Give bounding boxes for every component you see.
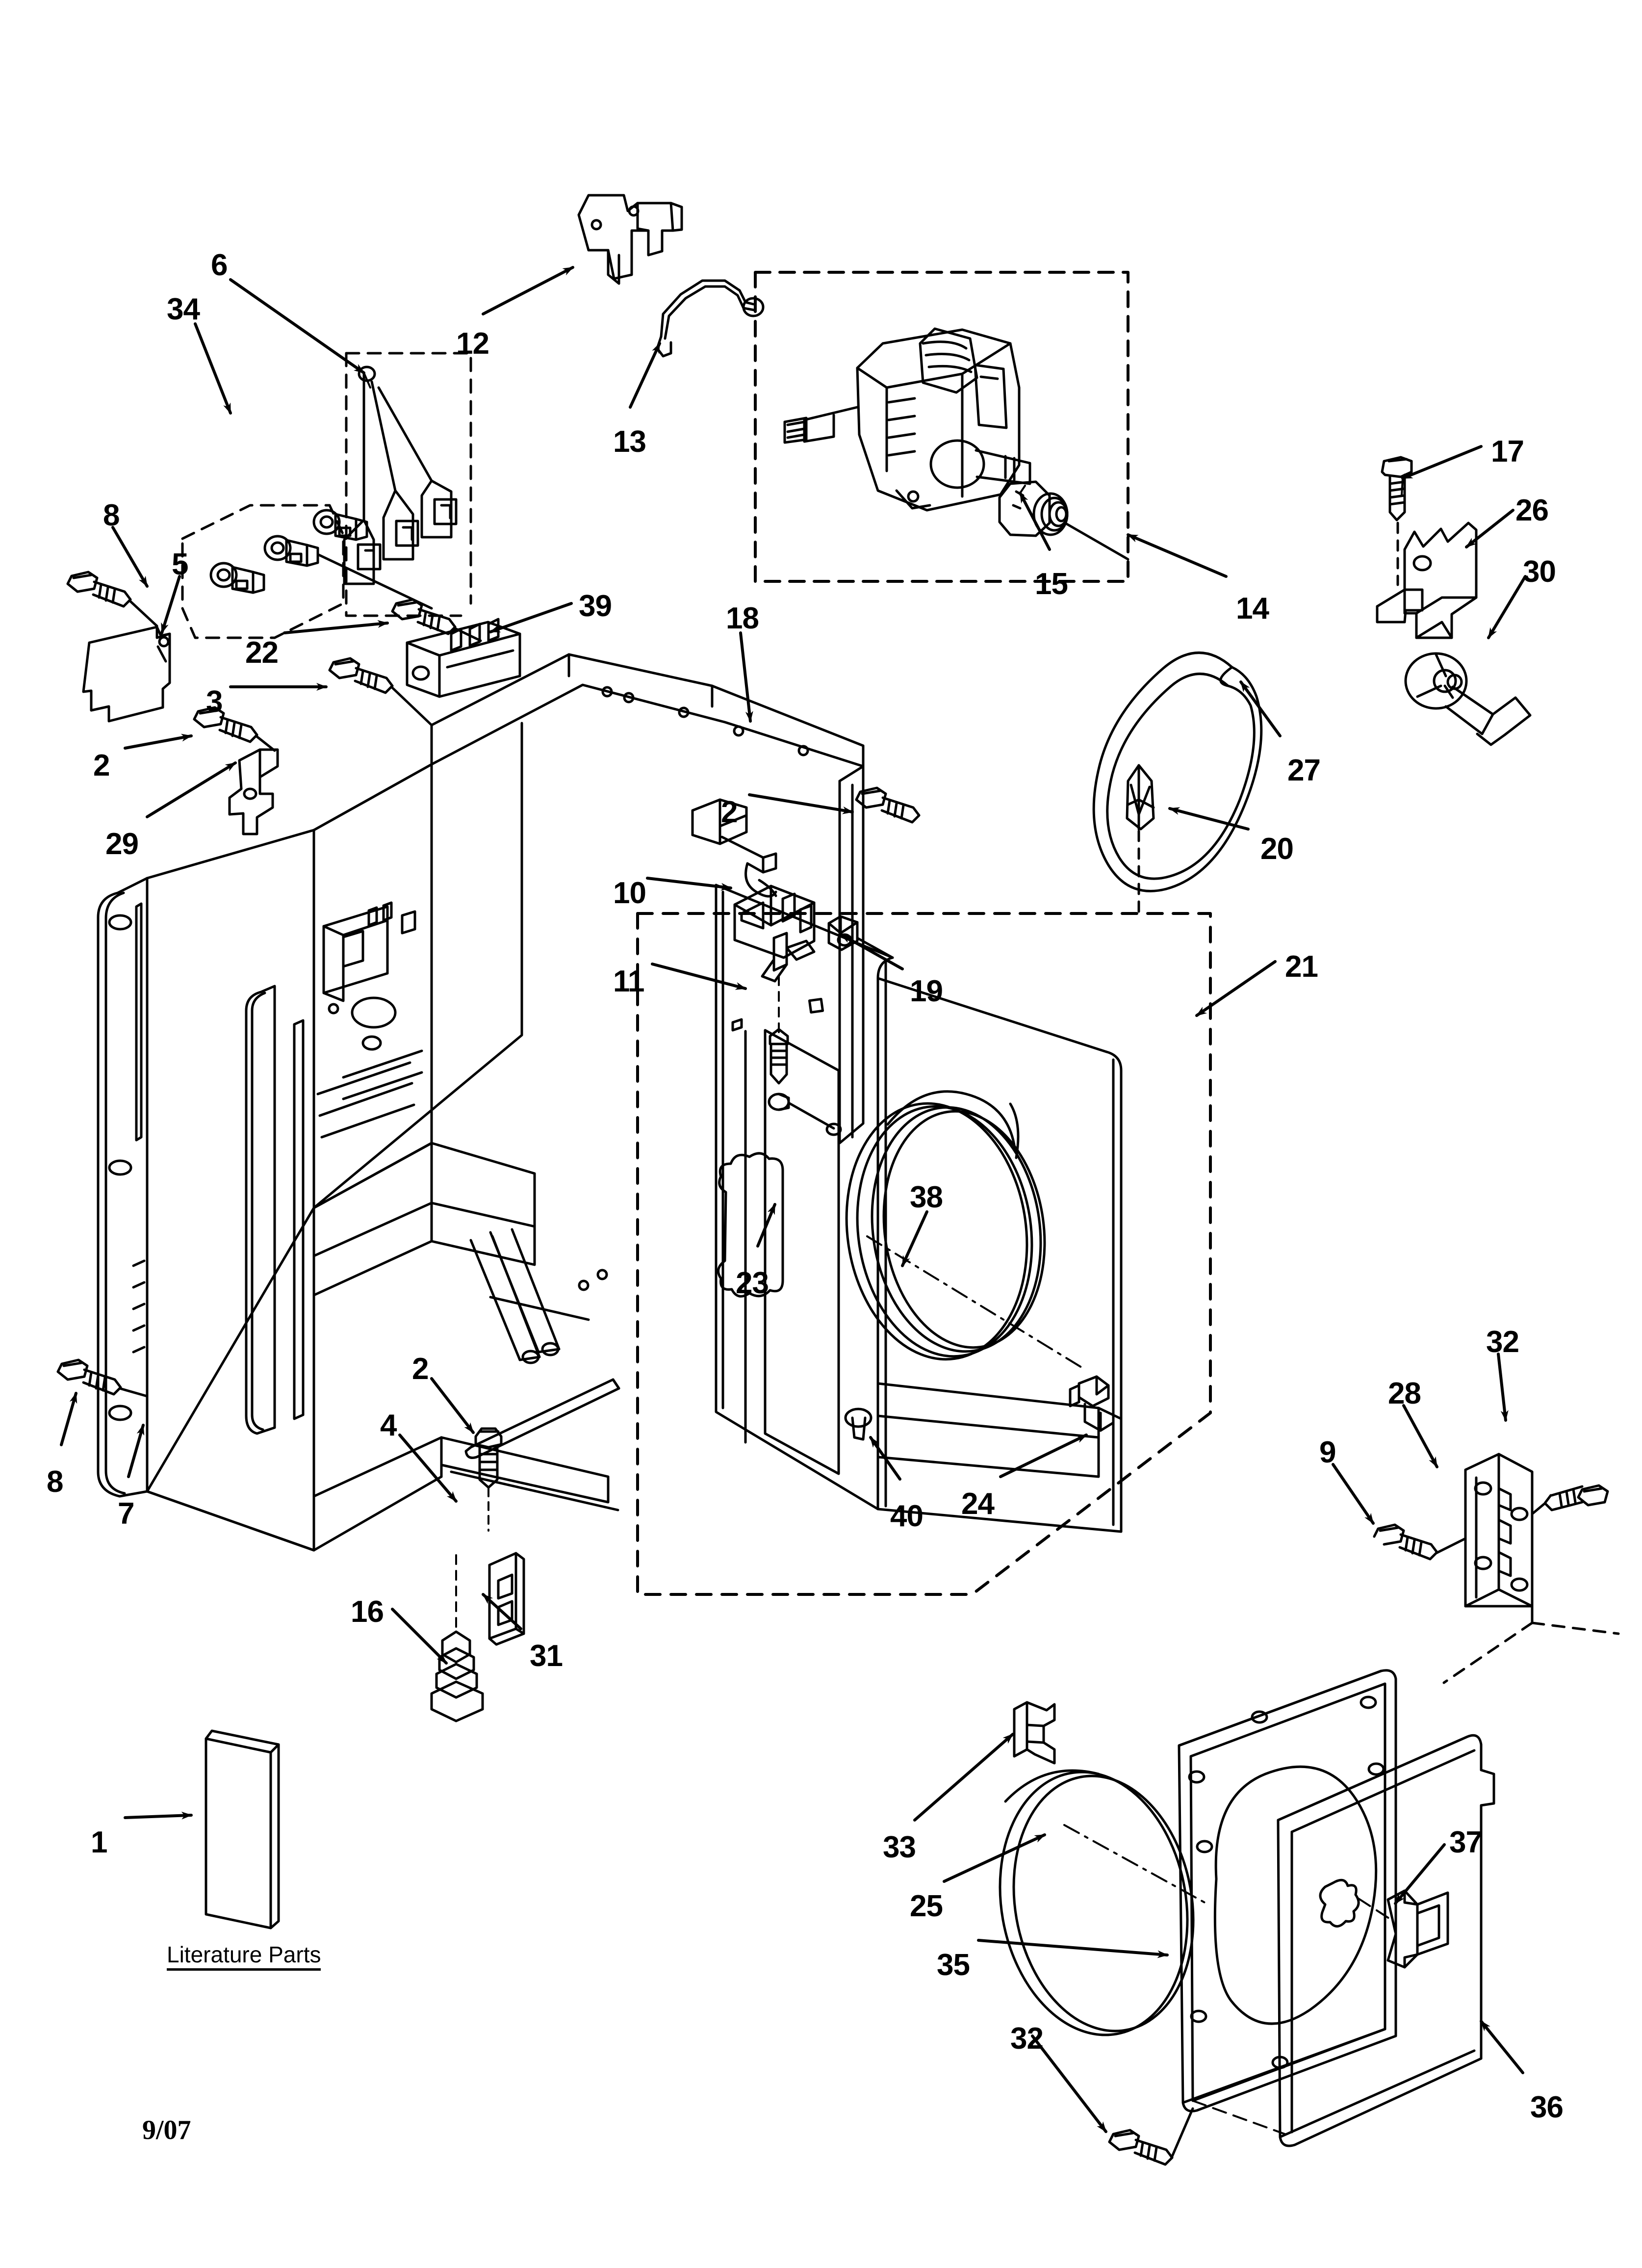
callout-34: 34	[167, 292, 200, 326]
revision-date-stamp: 9/07	[142, 2115, 191, 2145]
callout-20: 20	[1260, 832, 1294, 866]
callout-6: 6	[211, 248, 228, 282]
callout-19: 19	[910, 974, 943, 1008]
callout-28: 28	[1388, 1377, 1421, 1410]
callout-16: 16	[351, 1595, 384, 1629]
callout-26: 26	[1515, 494, 1549, 527]
callout-35: 35	[937, 1948, 970, 1982]
callout-12: 12	[456, 327, 489, 361]
callout-40: 40	[890, 1499, 924, 1533]
callout-30: 30	[1523, 555, 1556, 589]
callout-33: 33	[883, 1830, 916, 1864]
callout-18: 18	[726, 601, 759, 635]
callout-2-lower: 2	[412, 1352, 429, 1386]
callout-9: 9	[1319, 1435, 1336, 1469]
callout-25: 25	[910, 1889, 943, 1923]
callout-22: 22	[245, 636, 279, 670]
callout-32-upper: 32	[1486, 1325, 1519, 1359]
callout-15: 15	[1035, 567, 1068, 601]
callout-23: 23	[736, 1266, 769, 1300]
callout-4: 4	[380, 1408, 397, 1442]
callout-24: 24	[961, 1487, 995, 1521]
callout-5: 5	[172, 547, 188, 581]
callout-29: 29	[105, 827, 139, 861]
callout-11: 11	[613, 965, 645, 998]
callout-39: 39	[579, 589, 612, 623]
callout-31: 31	[530, 1639, 563, 1673]
callout-27: 27	[1287, 754, 1321, 787]
callout-17: 17	[1491, 435, 1524, 469]
callout-8-lower: 8	[47, 1465, 63, 1499]
callout-37: 37	[1449, 1825, 1483, 1859]
callout-1: 1	[91, 1825, 107, 1859]
callout-36: 36	[1530, 2090, 1564, 2124]
callout-8-top: 8	[103, 498, 120, 532]
callout-2-upper-left: 2	[93, 749, 110, 782]
callout-13: 13	[613, 425, 646, 459]
callout-2-upper-right: 2	[721, 795, 738, 829]
callout-38: 38	[910, 1180, 943, 1214]
callout-3: 3	[206, 685, 223, 719]
callout-10: 10	[613, 876, 646, 910]
literature-parts-label: Literature Parts	[167, 1943, 321, 1971]
callout-21: 21	[1285, 950, 1318, 984]
callout-32-lower: 32	[1010, 2022, 1044, 2056]
callout-7: 7	[118, 1497, 134, 1531]
callout-14: 14	[1236, 592, 1269, 626]
